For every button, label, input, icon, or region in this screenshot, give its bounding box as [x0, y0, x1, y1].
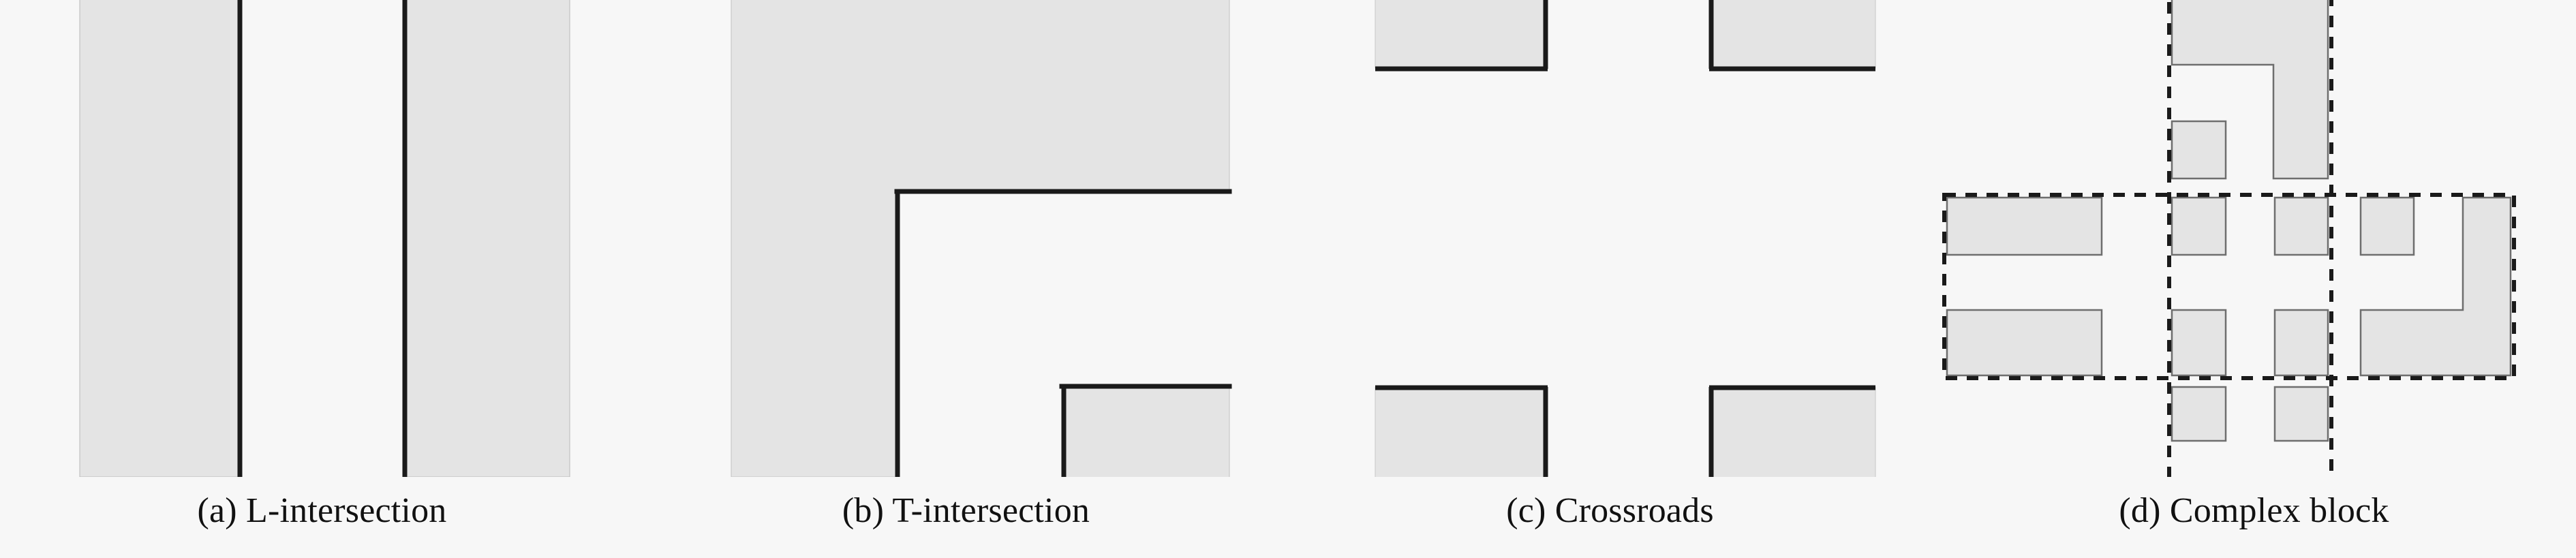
top-arm-l-block: [2171, 0, 2329, 180]
center-left-lower-block: [2171, 309, 2227, 377]
bottom-arm-left-block: [2171, 386, 2227, 442]
center-right-lower-block: [2273, 309, 2329, 377]
right-arm-l-block: [2359, 196, 2512, 377]
left-arm-lower-wide-block: [1946, 309, 2103, 377]
panel-c-canvas: [1288, 0, 1932, 477]
bottom-left-block: [1375, 386, 1546, 477]
panel-complex-block: (d) Complex block: [1932, 0, 2576, 558]
top-left-block: [1375, 0, 1546, 69]
panel-l-intersection: (a) L-intersection: [0, 0, 644, 558]
bottom-arm-right-block: [2273, 386, 2329, 442]
panel-a-caption: (a) L-intersection: [197, 491, 447, 530]
panel-a-canvas: [0, 0, 644, 477]
panel-t-intersection: (b) T-intersection: [644, 0, 1288, 558]
left-block: [79, 0, 241, 477]
top-arm-small-block: [2171, 120, 2227, 180]
bottom-right-block: [1711, 386, 1876, 477]
panel-c-caption: (c) Crossroads: [1506, 491, 1714, 530]
panel-crossroads: (c) Crossroads: [1288, 0, 1932, 558]
vertical-arm-dashed-region: [2167, 0, 2333, 477]
panel-b-canvas: [644, 0, 1288, 477]
right-arm-small-block: [2359, 196, 2415, 256]
panel-d-canvas: [1932, 0, 2576, 477]
right-block: [403, 0, 570, 477]
center-right-upper-block: [2273, 196, 2329, 256]
top-right-block: [1711, 0, 1876, 69]
left-arm-upper-wide-block: [1946, 196, 2103, 256]
center-left-upper-block: [2171, 196, 2227, 256]
panel-d-caption: (d) Complex block: [2119, 491, 2389, 530]
lower-right-block: [1062, 385, 1230, 477]
panel-b-caption: (b) T-intersection: [842, 491, 1090, 530]
horizontal-arm-dashed-region: [1942, 193, 2516, 380]
